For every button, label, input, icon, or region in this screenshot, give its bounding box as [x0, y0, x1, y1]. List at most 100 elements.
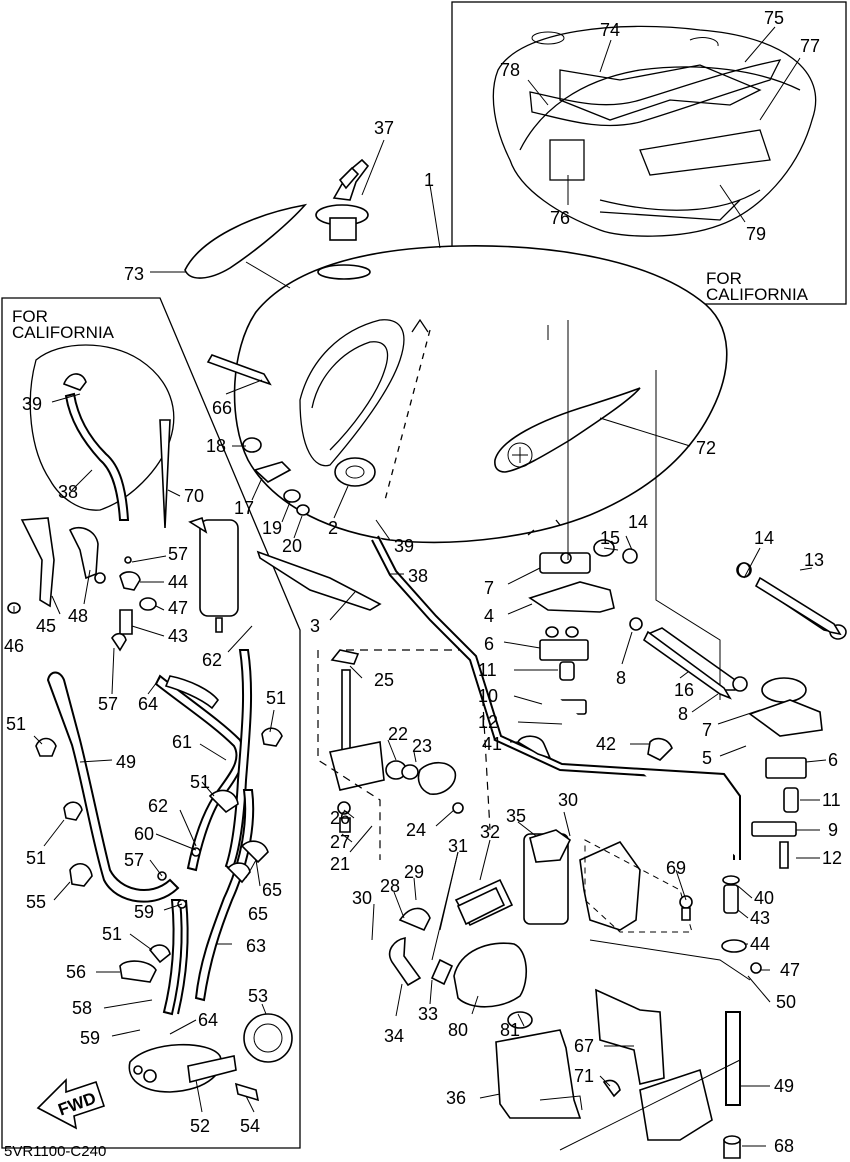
part-label-42: 42 — [596, 734, 616, 754]
callout-left-line2: CALIFORNIA — [12, 323, 115, 342]
california-leader-lines — [13, 393, 275, 1113]
part-label-74: 74 — [600, 20, 620, 40]
part-label-24: 24 — [406, 820, 426, 840]
tank-side-cover — [256, 550, 382, 611]
part-label-51b: 51 — [6, 714, 26, 734]
lower-right-hoses — [679, 875, 762, 1159]
part-label-39b: 39 — [22, 394, 42, 414]
part-label-9: 9 — [828, 820, 838, 840]
part-label-62b: 62 — [148, 796, 168, 816]
callout-left-line1: FOR — [12, 307, 48, 326]
callout-right-line1: FOR — [706, 269, 742, 288]
part-label-5: 5 — [702, 748, 712, 768]
part-label-57c: 57 — [124, 850, 144, 870]
part-label-14b: 14 — [754, 528, 774, 548]
part-label-47a: 47 — [168, 598, 188, 618]
california-inset-box-left — [1, 297, 301, 1149]
fuel-filler-cap-lock — [315, 158, 370, 241]
part-label-12b: 12 — [822, 848, 842, 868]
bracket-guide-lines — [547, 320, 721, 700]
part-label-65b: 65 — [248, 904, 268, 924]
part-label-35: 35 — [506, 806, 526, 826]
pump-bracket-lower — [584, 839, 751, 1141]
part-label-21: 21 — [330, 854, 350, 874]
part-label-6a: 6 — [484, 634, 494, 654]
part-label-52: 52 — [190, 1116, 210, 1136]
main-leader-lines — [150, 139, 827, 1147]
part-label-30b: 30 — [558, 790, 578, 810]
pump-cover — [495, 1029, 583, 1119]
part-label-59b: 59 — [80, 1028, 100, 1048]
part-label-31: 31 — [448, 836, 468, 856]
part-label-58: 58 — [72, 998, 92, 1018]
breather-pipe — [206, 354, 272, 386]
part-label-29: 29 — [404, 862, 424, 882]
part-label-11a: 11 — [478, 660, 497, 680]
fuel-pump — [453, 942, 533, 1029]
part-label-37: 37 — [374, 118, 394, 138]
mount-collar-rod — [642, 630, 732, 700]
part-label-49a: 49 — [116, 752, 136, 772]
part-label-66: 66 — [212, 398, 232, 418]
part-label-30a: 30 — [352, 888, 372, 908]
hose-clamps-mid — [516, 735, 673, 761]
part-label-44b: 44 — [750, 934, 770, 954]
part-label-57b: 57 — [98, 694, 118, 714]
part-label-4: 4 — [484, 606, 494, 626]
part-label-69: 69 — [666, 858, 686, 878]
forward-direction-arrow — [36, 1078, 106, 1130]
part-label-47b: 47 — [780, 960, 800, 980]
part-label-50: 50 — [776, 992, 796, 1012]
part-label-72: 72 — [696, 438, 716, 458]
california-canister-assembly — [7, 344, 239, 635]
part-label-43a: 43 — [168, 626, 188, 646]
part-label-44a: 44 — [168, 572, 188, 592]
part-label-61: 61 — [172, 732, 192, 752]
part-label-64b: 64 — [198, 1010, 218, 1030]
part-label-59a: 59 — [134, 902, 154, 922]
part-label-41: 41 — [482, 734, 502, 754]
part-label-8a: 8 — [616, 668, 626, 688]
part-label-71: 71 — [574, 1066, 594, 1086]
part-label-17: 17 — [234, 498, 254, 518]
california-clips — [35, 556, 283, 983]
part-label-80: 80 — [448, 1020, 468, 1040]
part-label-2: 2 — [328, 518, 338, 538]
california-tank-shield-assembly — [492, 25, 817, 237]
part-label-53: 53 — [248, 986, 268, 1006]
part-label-7b: 7 — [702, 720, 712, 740]
part-label-40: 40 — [754, 888, 774, 908]
part-label-16: 16 — [674, 680, 694, 700]
part-label-15: 15 — [600, 528, 620, 548]
part-label-67: 67 — [574, 1036, 594, 1056]
part-label-60: 60 — [134, 824, 154, 844]
part-label-79: 79 — [746, 224, 766, 244]
part-label-81: 81 — [500, 1020, 520, 1040]
part-label-26: 26 — [330, 808, 350, 828]
part-label-6b: 6 — [828, 750, 838, 770]
part-label-75: 75 — [764, 8, 784, 28]
part-label-48: 48 — [68, 606, 88, 626]
part-label-77: 77 — [800, 36, 820, 56]
part-label-7a: 7 — [484, 578, 494, 598]
callout-top-right-california: FOR CALIFORNIA — [706, 269, 809, 304]
part-number-labels: 1 37 73 66 18 17 19 20 2 39 72 38 3 7 4 … — [4, 8, 842, 1156]
part-label-34: 34 — [384, 1026, 404, 1046]
part-label-43b: 43 — [750, 908, 770, 928]
diagram-code: 5VR1100-C240 — [4, 1143, 106, 1160]
part-label-22: 22 — [388, 724, 408, 744]
part-label-68: 68 — [774, 1136, 794, 1156]
part-label-32: 32 — [480, 822, 500, 842]
part-label-64a: 64 — [138, 694, 158, 714]
part-label-39a: 39 — [394, 536, 414, 556]
part-label-28: 28 — [380, 876, 400, 896]
part-label-36: 36 — [446, 1088, 466, 1108]
charcoal-canister — [128, 1013, 293, 1102]
tank-decal-left — [184, 203, 308, 279]
fuel-tank — [233, 245, 728, 544]
part-label-20: 20 — [282, 536, 302, 556]
mount-bolt-long — [737, 562, 842, 636]
part-label-18: 18 — [206, 436, 226, 456]
part-label-49b: 49 — [774, 1076, 794, 1096]
